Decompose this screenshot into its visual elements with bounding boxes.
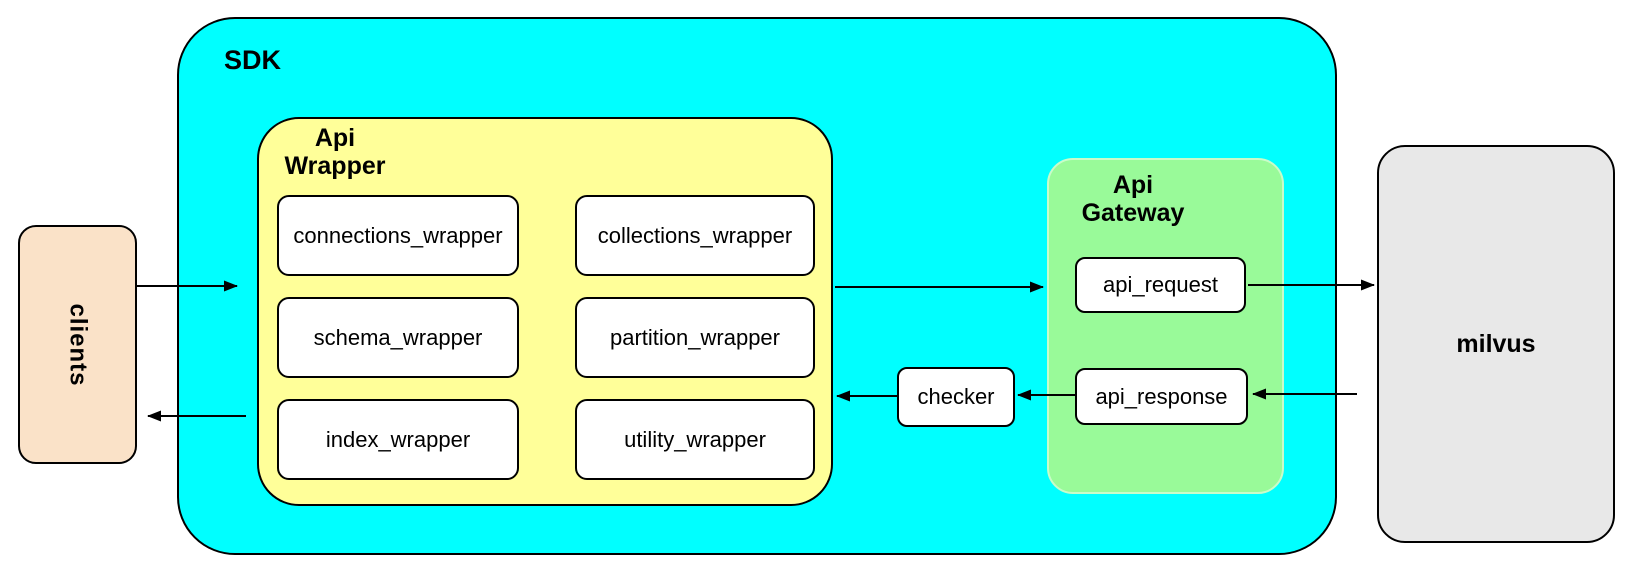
api-wrapper-container: Api Wrapper connections_wrapper collecti… <box>257 117 833 506</box>
index-wrapper-node: index_wrapper <box>277 399 519 480</box>
api-wrapper-label-line2: Wrapper <box>284 152 386 180</box>
clients-box: clients <box>18 225 137 464</box>
api-wrapper-label-line1: Api <box>314 124 356 152</box>
schema-wrapper-node: schema_wrapper <box>277 297 519 378</box>
api-wrapper-label: Api Wrapper <box>269 124 401 180</box>
utility-wrapper-node: utility_wrapper <box>575 399 815 480</box>
api-gateway-label-line1: Api <box>1112 171 1154 199</box>
collections-wrapper-node: collections_wrapper <box>575 195 815 276</box>
api-gateway-label: Api Gateway <box>1057 171 1209 227</box>
api-gateway-container: Api Gateway api_request api_response <box>1047 158 1284 494</box>
sdk-container: SDK Api Wrapper connections_wrapper coll… <box>177 17 1337 555</box>
checker-node: checker <box>897 367 1015 427</box>
api-request-node: api_request <box>1075 257 1246 313</box>
api-response-node: api_response <box>1075 368 1248 425</box>
api-gateway-label-line2: Gateway <box>1081 199 1185 227</box>
clients-label: clients <box>64 302 92 387</box>
milvus-box: milvus <box>1377 145 1615 543</box>
sdk-label: SDK <box>224 45 282 75</box>
partition-wrapper-node: partition_wrapper <box>575 297 815 378</box>
api-wrapper-modules: connections_wrapper collections_wrapper … <box>277 195 815 480</box>
connections-wrapper-node: connections_wrapper <box>277 195 519 276</box>
